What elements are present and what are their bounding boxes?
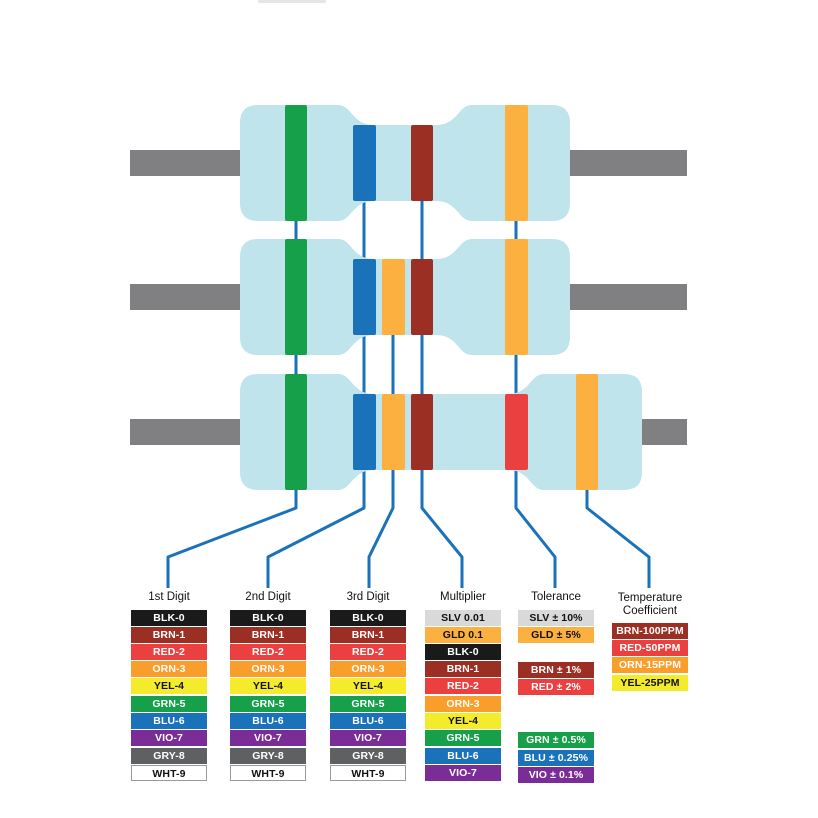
tolerance-chip: GLD ± 5%	[518, 627, 594, 643]
wire-leader-multiplier	[420, 470, 464, 588]
third-digit-chip: GRY-8	[330, 748, 406, 764]
first-digit-chip: BRN-1	[131, 627, 207, 643]
multiplier-chip: BRN-1	[425, 661, 501, 677]
third-digit-chip: BLU-6	[330, 713, 406, 729]
multiplier-heading: Multiplier	[439, 591, 486, 603]
first-digit-chip: BLU-6	[131, 713, 207, 729]
resistor-bodies	[240, 105, 642, 490]
band-4-gold-four-band	[505, 105, 528, 221]
third-digit-chip: RED-2	[330, 644, 406, 660]
tolerance-chip: SLV ± 10%	[518, 610, 594, 626]
first-digit-heading: 1st Digit	[148, 591, 190, 603]
second-digit-chip: YEL-4	[230, 678, 306, 694]
temperature-coefficient-chip: ORN-15PPM	[612, 657, 688, 673]
second-digit-chip: WHT-9	[230, 765, 306, 781]
first-digit-chip: GRN-5	[131, 696, 207, 712]
third-digit-chip: WHT-9	[330, 765, 406, 781]
band-1-green-four-band	[285, 105, 307, 221]
first-digit-chip: WHT-9	[131, 765, 207, 781]
multiplier-chip: BLK-0	[425, 644, 501, 660]
resistor-leads	[130, 150, 687, 445]
band-3-gold-five-band	[382, 259, 405, 335]
multiplier-chip: RED-2	[425, 678, 501, 694]
second-digit-chip: RED-2	[230, 644, 306, 660]
band-2-blue-six-band	[353, 394, 376, 470]
band-5-gold-five-band	[505, 239, 528, 355]
multiplier-chip: GLD 0.1	[425, 627, 501, 643]
first-digit-chip: YEL-4	[131, 678, 207, 694]
left-lead-four-band	[130, 150, 252, 176]
wire-leader-digit2	[266, 470, 366, 588]
band-6-gold-six-band	[576, 374, 598, 490]
band-4-brown-five-band	[411, 259, 433, 335]
tolerance-heading: Tolerance	[531, 591, 581, 603]
tolerance-chip: BRN ± 1%	[518, 662, 594, 678]
third-digit-chip: BLK-0	[330, 610, 406, 626]
band-1-green-six-band	[285, 374, 307, 490]
wire-leader-digit1	[166, 490, 298, 588]
resistor-bands	[285, 105, 598, 490]
wire-leader-digit3	[367, 470, 395, 588]
second-digit-heading: 2nd Digit	[245, 591, 291, 603]
band-1-green-five-band	[285, 239, 307, 355]
temperature-coefficient-chip: RED-50PPM	[612, 640, 688, 656]
right-lead-five-band	[558, 284, 687, 310]
second-digit-chip: BRN-1	[230, 627, 306, 643]
temperature-coefficient-chip: BRN-100PPM	[612, 623, 688, 639]
second-digit-chip: BLU-6	[230, 713, 306, 729]
first-digit-chip: ORN-3	[131, 661, 207, 677]
band-2-blue-four-band	[353, 125, 376, 201]
band-4-brown-six-band	[411, 394, 433, 470]
left-lead-six-band	[130, 419, 252, 445]
right-lead-four-band	[558, 150, 687, 176]
resistor-body-six-band	[240, 374, 642, 490]
tolerance-chip: BLU ± 0.25%	[518, 750, 594, 766]
third-digit-chip: VIO-7	[330, 730, 406, 746]
temperature-coefficient-chip: YEL-25PPM	[612, 675, 688, 691]
wire-leader-tolerance	[514, 470, 557, 588]
multiplier-chip: YEL-4	[425, 713, 501, 729]
multiplier-chip: SLV 0.01	[425, 610, 501, 626]
multiplier-chip: VIO-7	[425, 765, 501, 781]
third-digit-chip: YEL-4	[330, 678, 406, 694]
top-edge-rule	[258, 0, 326, 3]
third-digit-heading: 3rd Digit	[346, 591, 390, 603]
third-digit-chip: ORN-3	[330, 661, 406, 677]
band-3-brown-four-band	[411, 125, 433, 201]
first-digit-chip: RED-2	[131, 644, 207, 660]
wire-leader-temp-coefficient	[585, 490, 651, 588]
first-digit-chip: GRY-8	[131, 748, 207, 764]
second-digit-chip: GRN-5	[230, 696, 306, 712]
second-digit-chip: BLK-0	[230, 610, 306, 626]
tolerance-chip: GRN ± 0.5%	[518, 732, 594, 748]
first-digit-chip: VIO-7	[131, 730, 207, 746]
multiplier-chip: ORN-3	[425, 696, 501, 712]
resistor-body-four-band	[240, 105, 570, 221]
first-digit-chip: BLK-0	[131, 610, 207, 626]
third-digit-chip: BRN-1	[330, 627, 406, 643]
band-5-red-six-band	[505, 394, 528, 470]
band-connector-wires	[166, 201, 651, 588]
second-digit-chip: ORN-3	[230, 661, 306, 677]
band-3-gold-six-band	[382, 394, 405, 470]
tolerance-chip: VIO ± 0.1%	[518, 767, 594, 783]
band-2-blue-five-band	[353, 259, 376, 335]
multiplier-chip: GRN-5	[425, 730, 501, 746]
tolerance-chip: RED ± 2%	[518, 679, 594, 695]
multiplier-chip: BLU-6	[425, 748, 501, 764]
second-digit-chip: GRY-8	[230, 748, 306, 764]
left-lead-five-band	[130, 284, 252, 310]
third-digit-chip: GRN-5	[330, 696, 406, 712]
second-digit-chip: VIO-7	[230, 730, 306, 746]
temperature-coefficient-heading: Temperature Coefficient	[617, 592, 683, 617]
